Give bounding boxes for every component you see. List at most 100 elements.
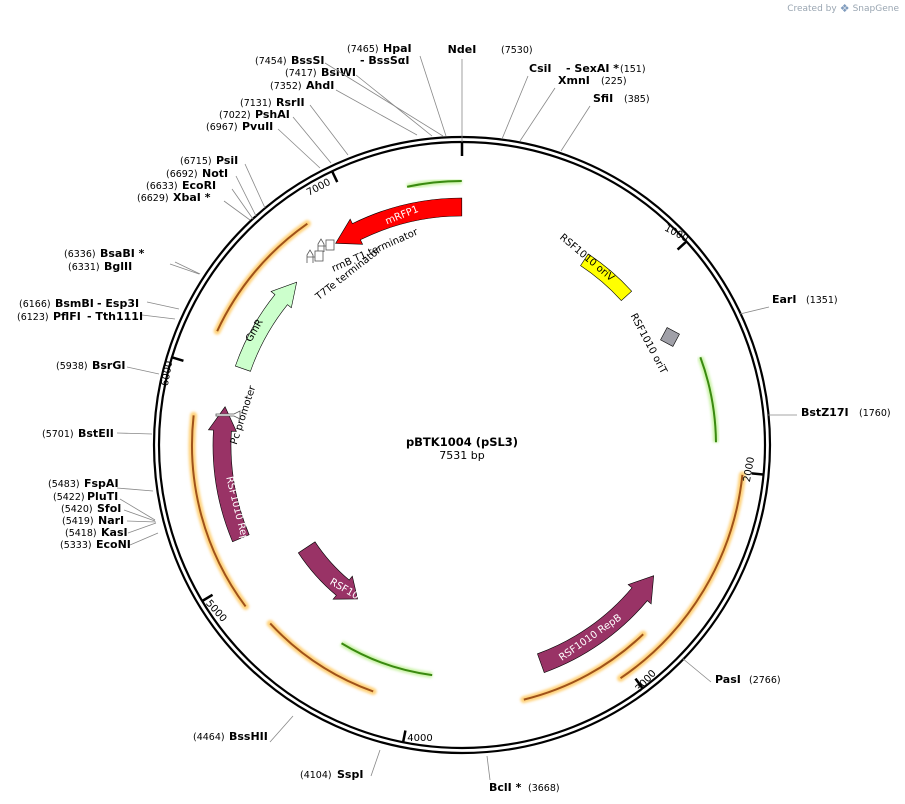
enzyme-leader-line	[223, 200, 251, 221]
enzyme-leader-line	[292, 116, 332, 164]
enzyme-site: PflFI(6123)	[17, 310, 81, 323]
enzyme-position: (7465)	[347, 44, 379, 55]
enzyme-position: (6336)	[64, 249, 96, 260]
enzyme-position: (151)	[620, 64, 646, 75]
enzyme-leader-line	[486, 755, 491, 781]
enzyme-leader-line	[560, 105, 591, 152]
enzyme-name: PluTI	[87, 490, 118, 503]
orf-arc	[269, 622, 374, 693]
enzyme-position: (4104)	[300, 770, 332, 781]
enzyme-position: (5418)	[65, 528, 97, 539]
enzyme-position: (3668)	[528, 783, 560, 794]
enzyme-name: SspI	[337, 768, 363, 781]
enzyme-site: FspAI(5483)	[48, 477, 154, 492]
enzyme-position: (1351)	[806, 295, 838, 306]
enzyme-leader-line	[129, 532, 159, 546]
enzyme-name: EarI	[772, 293, 796, 306]
enzyme-name: BsmBI	[55, 297, 94, 310]
enzyme-site: CsiI	[501, 62, 551, 140]
enzyme-leader-line	[231, 188, 254, 220]
enzyme-position: (6692)	[166, 169, 198, 180]
enzyme-site: NdeI(7530)	[448, 43, 533, 142]
enzyme-name: NdeI	[448, 43, 477, 56]
enzyme-leader-line	[681, 657, 712, 683]
enzyme-position: (6123)	[17, 312, 49, 323]
enzyme-position: (7454)	[255, 56, 287, 67]
feature-label: T7Te terminator	[313, 245, 384, 304]
enzyme-name: AhdI	[306, 79, 334, 92]
enzyme-position: (7131)	[240, 98, 272, 109]
ruler-tick	[634, 677, 644, 690]
enzyme-name: PasI	[715, 673, 741, 686]
enzyme-name: BsrGI	[92, 359, 125, 372]
enzyme-site: BssSI (7454)	[255, 54, 444, 137]
enzyme-position: (5701)	[42, 429, 74, 440]
enzyme-site: BstZ17I (1760)	[768, 406, 891, 419]
enzyme-site: - Tth111I	[87, 310, 176, 323]
enzyme-name: BssSI	[291, 54, 325, 67]
enzyme-name: BstEII	[78, 427, 114, 440]
feature-rsf1010-orit	[660, 327, 680, 347]
enzyme-position: (385)	[624, 94, 650, 105]
enzyme-name: SfoI	[97, 502, 121, 515]
enzyme-leader-line	[519, 87, 556, 142]
enzyme-site: RsrII(7131)	[240, 96, 349, 156]
enzyme-site: AhdI(7352)	[270, 79, 418, 136]
enzyme-position: (225)	[601, 76, 627, 87]
ruler-tick-label: 6000	[160, 360, 175, 387]
feature-mrfp1	[335, 197, 463, 245]
enzyme-leader-line	[119, 498, 156, 521]
enzyme-position: (4464)	[193, 732, 225, 743]
enzyme-position: (1760)	[859, 408, 891, 419]
enzyme-position: (5420)	[61, 504, 93, 515]
orf-glow	[266, 619, 377, 695]
feature-rsf1010-repa	[297, 541, 358, 600]
enzyme-site: - BssSαI	[360, 54, 409, 67]
orf-arc	[216, 222, 308, 332]
enzyme-site: BsiWI(7417)	[285, 66, 433, 137]
enzyme-position: (5419)	[62, 516, 94, 527]
enzyme-site: NarI(5419)	[62, 514, 157, 527]
enzyme-leader-line	[127, 522, 157, 534]
enzyme-name: BsaBI *	[100, 247, 145, 260]
enzyme-site: EcoNI(5333)	[60, 532, 159, 551]
enzyme-site: PasI(2766)	[681, 657, 781, 686]
enzyme-site: EarI (1351)	[739, 293, 838, 315]
orf-glow	[617, 471, 746, 682]
plasmid-length: 7531 bp	[439, 449, 484, 462]
enzyme-leader-line	[335, 89, 418, 136]
enzyme-position: (7417)	[285, 68, 317, 79]
enzyme-name: XbaI *	[173, 191, 211, 204]
ruler-tick-label: 2000	[742, 456, 757, 483]
enzyme-site: - Esp3I	[97, 297, 180, 310]
ruler-tick-label: 7000	[305, 177, 333, 199]
enzyme-position: (6331)	[68, 262, 100, 273]
enzyme-leader-line	[116, 487, 154, 492]
enzyme-position: (5422)	[53, 492, 85, 503]
enzyme-site: SfoI (5420)	[61, 502, 156, 522]
feature-gmr	[234, 281, 298, 372]
ruler-tick-label: 4000	[407, 733, 432, 744]
orf-glow	[697, 356, 719, 443]
enzyme-leader-line	[277, 128, 321, 169]
enzyme-site: PvuII(6967)	[206, 120, 321, 169]
ruler-tick	[201, 593, 214, 603]
enzyme-site: EcoRI(6633)	[146, 179, 254, 220]
feature-label: RSF1010 oriV	[557, 232, 616, 284]
enzyme-leader-line	[501, 75, 529, 140]
enzyme-name: XmnI	[558, 74, 590, 87]
enzyme-name: BstZ17I	[801, 406, 849, 419]
brand-watermark: Created by ❖ SnapGene	[787, 2, 899, 15]
enzyme-leader-line	[126, 366, 160, 375]
enzyme-name: CsiI	[529, 62, 551, 75]
enzyme-leader-line	[309, 104, 349, 156]
enzyme-leader-line	[123, 509, 156, 522]
enzyme-name: BclI *	[489, 781, 522, 794]
enzyme-site: XbaI *(6629)	[137, 191, 251, 221]
enzyme-leader-line	[141, 314, 176, 320]
plasmid-name: pBTK1004 (pSL3)	[406, 435, 518, 449]
orf-arc	[699, 356, 717, 443]
enzyme-name: SfiI	[593, 92, 613, 105]
enzyme-position: (5333)	[60, 540, 92, 551]
